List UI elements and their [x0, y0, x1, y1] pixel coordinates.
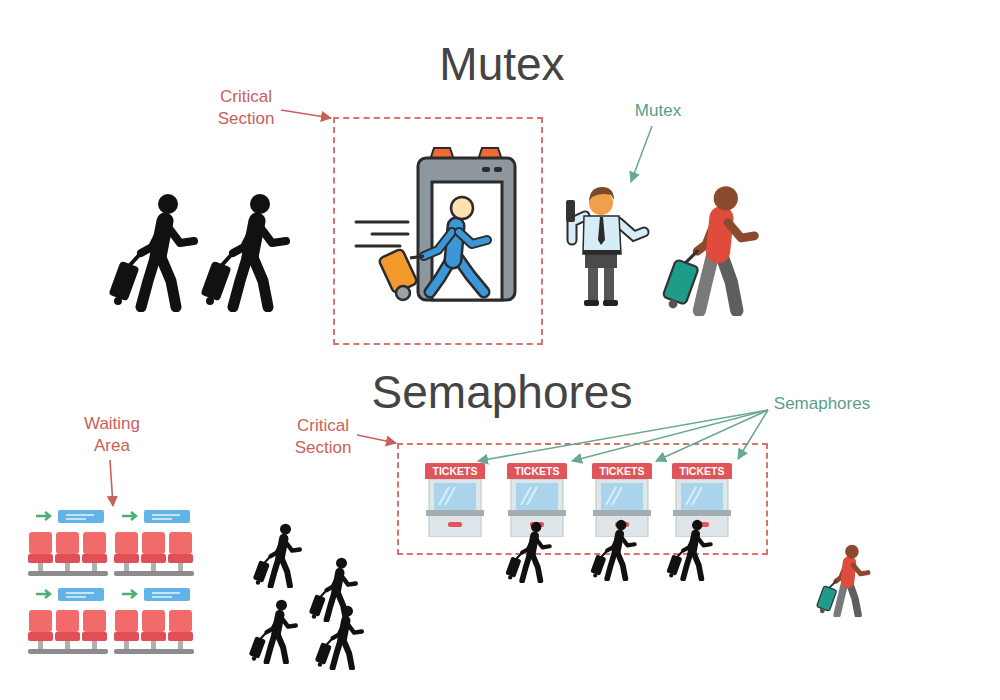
critical-section-box: Critical SectionTICKETSTICKETSTICKETSTIC… [397, 443, 768, 555]
booth-body [676, 479, 728, 537]
glass-glare [606, 487, 622, 505]
leader-arrow [631, 126, 652, 182]
guard-belt [583, 250, 621, 254]
speed-line [372, 233, 408, 236]
traveler [663, 186, 755, 310]
leader-arrow [738, 410, 768, 459]
booth-window [681, 483, 723, 510]
booth-illustration [425, 479, 485, 537]
booth-sign: TICKETS [592, 463, 652, 479]
ticket-booth: TICKETS [507, 463, 567, 537]
ticket-booth: TICKETS [592, 463, 652, 537]
booth-body [596, 479, 648, 537]
suitcase-handle [410, 256, 424, 258]
arm-outline [459, 232, 487, 244]
booth-body [511, 479, 563, 537]
gate-indicator [482, 167, 490, 172]
speed-line [356, 221, 408, 224]
booth-illustration [507, 479, 567, 537]
callout-label: Waiting Area [76, 413, 148, 457]
traveler [200, 194, 286, 307]
leader-arrow [110, 460, 113, 506]
leader-arrow [281, 110, 331, 118]
speed-line [356, 245, 400, 248]
traveler [249, 600, 296, 662]
arm-outline [424, 232, 452, 256]
waiting-seats [28, 588, 108, 654]
glass-glare [439, 487, 455, 505]
callout-label: Semaphores [752, 393, 892, 415]
guard-shoe [603, 300, 618, 306]
booth-illustration [592, 479, 652, 537]
section-label: Critical Section [210, 86, 282, 130]
critical-section-box: Critical Section [333, 117, 543, 345]
booth-counter [426, 510, 484, 516]
booth-window [516, 483, 558, 510]
ticket-slot [448, 522, 462, 527]
ticket-booth: TICKETS [672, 463, 732, 537]
callout-label: Mutex [598, 100, 718, 122]
traveler [108, 194, 194, 307]
section-label: Critical Section [289, 415, 357, 459]
radio [566, 200, 575, 222]
waiting-seats [114, 510, 194, 576]
ticket-slot [530, 522, 544, 527]
wheel [396, 286, 410, 300]
walking-person [424, 226, 487, 292]
guard-shirt [583, 216, 621, 254]
glass-glare [686, 487, 702, 505]
traveler [253, 524, 300, 586]
booth-window [601, 483, 643, 510]
booth-counter [508, 510, 566, 516]
gate-frame [418, 158, 515, 300]
security-guard [566, 187, 644, 306]
arm [459, 232, 487, 244]
traveler [315, 606, 362, 668]
head [451, 197, 473, 219]
booth-sign: TICKETS [425, 463, 485, 479]
ticket-slot [615, 522, 629, 527]
leader-arrow [656, 410, 768, 461]
ticket-booth: TICKETS [425, 463, 485, 537]
guard-tie [598, 217, 605, 245]
glass-glare [521, 487, 537, 505]
booth-illustration [672, 479, 732, 537]
leader-arrow [357, 435, 396, 443]
booth-counter [673, 510, 731, 516]
security-gate [356, 148, 515, 300]
waiting-seats [28, 510, 108, 576]
traveler [816, 545, 867, 615]
section-heading: Mutex [302, 38, 702, 90]
guard-arm [618, 222, 644, 236]
booth-body [429, 479, 481, 537]
booth-sign: TICKETS [672, 463, 732, 479]
guard-shoe [584, 300, 599, 306]
gate-indicator [494, 167, 502, 172]
guard-arm-outline [618, 222, 644, 236]
guard-hair [589, 187, 614, 201]
arm [424, 232, 452, 256]
booth-sign: TICKETS [507, 463, 567, 479]
waiting-seats [114, 588, 194, 654]
booth-window [434, 483, 476, 510]
booth-counter [593, 510, 651, 516]
ticket-slot [695, 522, 709, 527]
section-heading: Semaphores [302, 366, 702, 418]
